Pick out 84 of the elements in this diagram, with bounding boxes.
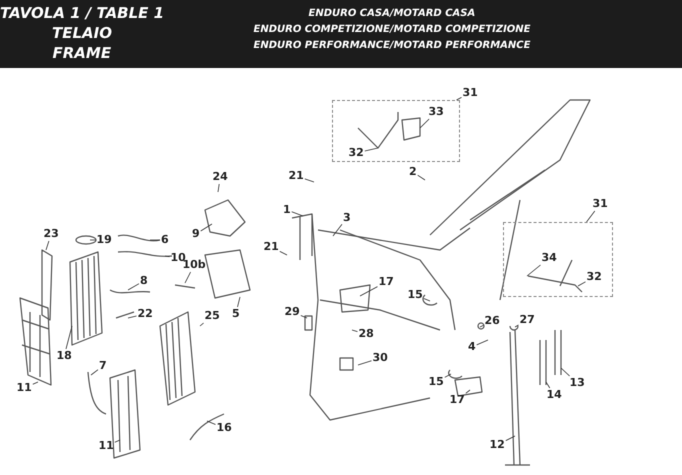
leader-line	[90, 369, 98, 376]
leader-line	[128, 283, 140, 290]
callout-number: 15	[428, 376, 444, 388]
leader-line	[358, 360, 372, 366]
leader-line	[128, 316, 137, 318]
callout-number: 22	[138, 308, 153, 320]
callout-number: 18	[56, 350, 72, 362]
model-list-line: ENDURO PERFORMANCE/MOTARD PERFORMANCE	[254, 40, 530, 51]
subtitle: FRAME	[52, 44, 112, 62]
callout-number: 15	[408, 289, 423, 301]
leader-line	[200, 322, 204, 326]
callout-number: 33	[428, 106, 444, 118]
callout-number: 21	[288, 170, 304, 182]
callout-number: 32	[586, 271, 602, 283]
leader-line	[417, 174, 426, 180]
subtitle: TELAIO	[52, 24, 112, 42]
callout-number: 11	[16, 382, 32, 394]
leader-line	[114, 440, 120, 443]
leader-line	[586, 210, 596, 222]
callout-number: 7	[99, 360, 107, 372]
leader-line	[364, 148, 378, 152]
callout-number: 23	[44, 228, 59, 240]
callout-number: 25	[204, 310, 220, 322]
callout-number: 19	[96, 234, 112, 246]
leader-line	[505, 436, 516, 441]
callout-number: 6	[161, 234, 169, 246]
callout-number: 2	[409, 166, 417, 178]
dashed-group-frame	[332, 100, 460, 162]
leader-line	[304, 178, 314, 182]
callout-number: 26	[484, 315, 500, 327]
callout-number: 5	[232, 308, 240, 320]
callout-number: 16	[216, 422, 232, 434]
leader-line	[465, 390, 470, 394]
leader-line	[526, 264, 541, 276]
model-list-line: ENDURO COMPETIZIONE/MOTARD COMPETIZIONE	[254, 24, 531, 35]
callout-number: 21	[264, 241, 279, 253]
callout-number: 32	[348, 147, 364, 159]
callout-number: 24	[212, 171, 228, 183]
leader-line	[456, 97, 462, 100]
callout-number: 29	[284, 306, 300, 318]
leader-line	[32, 382, 38, 385]
callout-number: 12	[490, 439, 505, 451]
leader-line	[237, 296, 240, 308]
callout-number: 3	[343, 212, 351, 224]
leader-line	[332, 224, 342, 236]
leader-line	[46, 240, 50, 250]
callout-number: 28	[358, 328, 374, 340]
leader-line	[423, 298, 430, 302]
leader-line	[200, 224, 212, 232]
title: TAVOLA 1 / TABLE 1	[0, 4, 164, 22]
callout-number: 31	[592, 198, 608, 210]
callout-number: 13	[570, 377, 585, 389]
callout-number: 17	[450, 394, 465, 406]
leader-line	[514, 324, 519, 328]
callout-number: 4	[468, 341, 476, 353]
callout-number: 27	[520, 314, 535, 326]
leader-line	[546, 382, 550, 388]
callout-number: 8	[140, 275, 148, 287]
callout-number: 9	[192, 228, 200, 240]
leader-line	[480, 324, 484, 328]
leader-line	[420, 118, 430, 128]
leader-line	[184, 272, 191, 284]
leader-line	[352, 330, 358, 332]
callout-number: 1	[283, 204, 291, 216]
leader-line	[560, 368, 570, 376]
callout-number: 31	[462, 87, 478, 99]
callout-number: 11	[98, 440, 114, 452]
leader-line	[291, 211, 304, 216]
dashed-group-frame	[503, 222, 613, 297]
callout-number: 14	[546, 389, 562, 401]
callout-number: 34	[542, 252, 557, 264]
callout-number: 17	[378, 276, 394, 288]
leader-line	[360, 286, 378, 296]
leader-line	[444, 374, 452, 378]
leader-line	[164, 256, 170, 258]
model-list-line: ENDURO CASA/MOTARD CASA	[308, 8, 476, 19]
leader-line	[476, 340, 488, 346]
leader-line	[66, 326, 72, 350]
leader-line	[578, 281, 586, 286]
leader-line	[279, 251, 288, 256]
callout-number: 30	[372, 352, 388, 364]
leader-line	[218, 184, 220, 192]
leader-line	[206, 420, 216, 425]
leader-line	[300, 315, 308, 318]
